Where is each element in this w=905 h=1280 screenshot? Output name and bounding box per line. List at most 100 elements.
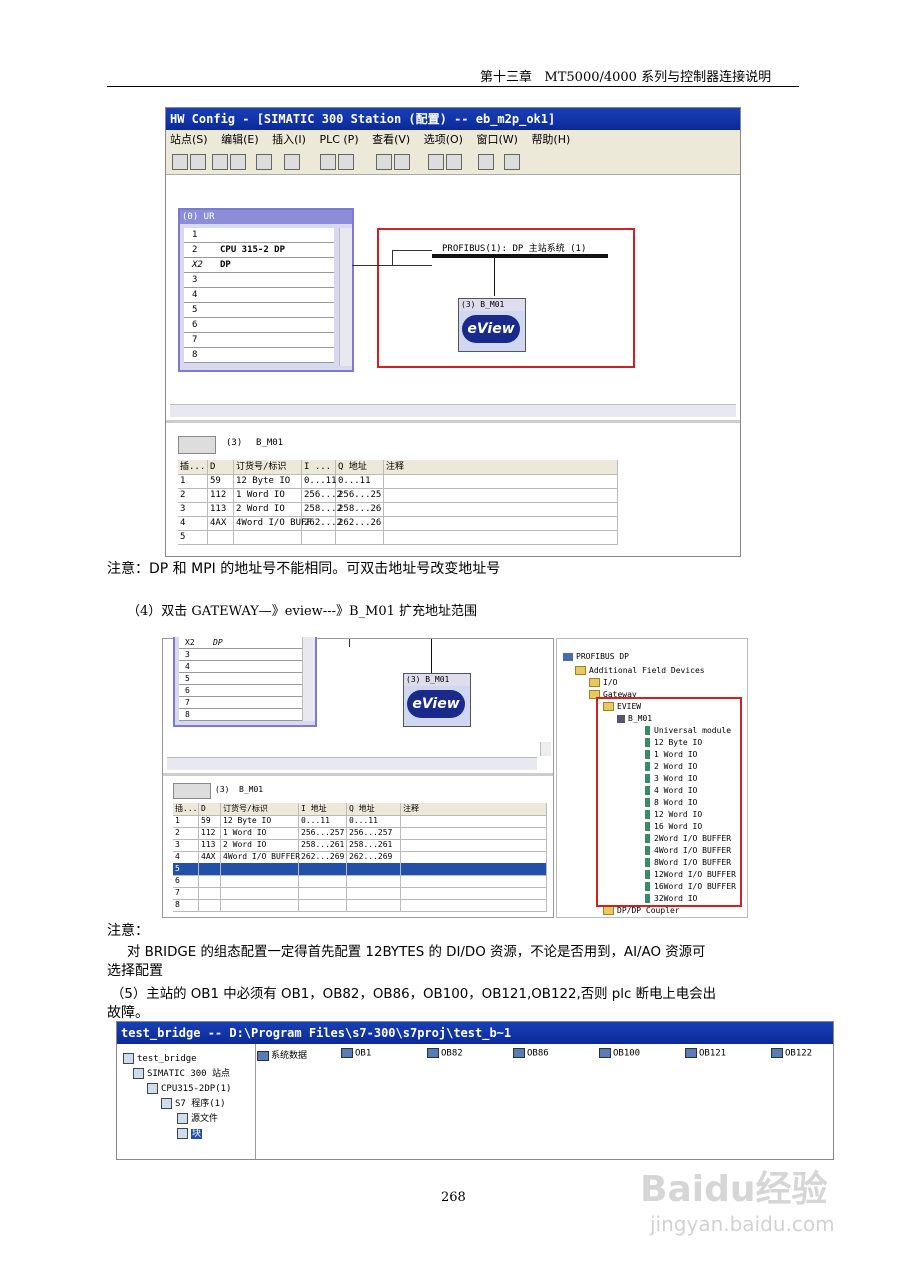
rack-slot-row[interactable]: 7 <box>184 333 334 348</box>
tree-module-item[interactable]: 1 Word IO <box>645 749 697 761</box>
menu-edit[interactable]: 编辑(E) <box>221 133 259 146</box>
simatic-tree-item[interactable]: SIMATIC 300 站点 <box>133 1067 230 1081</box>
table-header-cell[interactable]: 注释 <box>384 460 618 474</box>
rack2-slot-row[interactable]: 6 <box>179 685 303 697</box>
tree-io[interactable]: I/O <box>589 677 617 689</box>
tree-module-item[interactable]: 32Word IO <box>645 893 697 905</box>
rack-slot-row[interactable]: 1 <box>184 228 334 243</box>
menu-view[interactable]: 查看(V) <box>372 133 411 146</box>
compile-icon[interactable] <box>230 154 246 170</box>
simatic-tree-item[interactable]: S7 程序(1) <box>161 1097 226 1111</box>
block-item[interactable]: OB1 <box>341 1048 371 1059</box>
back-forward-arrows-icon[interactable] <box>178 436 216 454</box>
open-icon[interactable] <box>190 154 206 170</box>
rack2-slot-row[interactable]: 8 <box>179 709 303 721</box>
block-item[interactable]: OB121 <box>685 1048 726 1059</box>
table-header-cell[interactable]: I ... <box>302 460 336 474</box>
station-icon[interactable] <box>376 154 392 170</box>
table-header-cell[interactable]: Q 地址 <box>336 460 384 474</box>
table-icon[interactable] <box>446 154 462 170</box>
rack-slot-row[interactable]: 6 <box>184 318 334 333</box>
table-header-cell[interactable]: 插... <box>175 803 199 815</box>
menu-window[interactable]: 窗口(W) <box>476 133 518 146</box>
paste-icon[interactable] <box>338 154 354 170</box>
new-icon[interactable] <box>172 154 188 170</box>
table-header-cell[interactable]: Q 地址 <box>347 803 401 815</box>
block-item[interactable]: OB82 <box>427 1048 463 1059</box>
network-h-scrollbar-2[interactable] <box>167 757 537 770</box>
rack-slot-row[interactable]: 8 <box>184 348 334 363</box>
tree-module-item[interactable]: 16 Word IO <box>645 821 702 833</box>
tree-module-item[interactable]: 16Word I/O BUFFER <box>645 881 736 893</box>
rack2-slot-row[interactable]: 4 <box>179 661 303 673</box>
rack2-slot-row[interactable]: 3 <box>179 649 303 661</box>
table-row[interactable]: 6 <box>173 875 547 888</box>
table-header-cell[interactable]: 注释 <box>401 803 547 815</box>
table-row[interactable]: 7 <box>173 887 547 900</box>
eview-device-2[interactable]: (3) B_M01 eView <box>403 673 471 727</box>
menu-station[interactable]: 站点(S) <box>170 133 208 146</box>
table-row[interactable]: 8 <box>173 899 547 912</box>
rack2-slot-row[interactable]: 5 <box>179 673 303 685</box>
catalog-icon[interactable] <box>428 154 444 170</box>
simatic-tree-item[interactable]: CPU315-2DP(1) <box>147 1082 231 1096</box>
tree-bm01[interactable]: B_M01 <box>617 713 652 725</box>
tree-module-item[interactable]: 12 Word IO <box>645 809 702 821</box>
simatic-tree-item[interactable]: 源文件 <box>177 1112 218 1126</box>
network-icon[interactable] <box>394 154 410 170</box>
tree-module-item[interactable]: 2Word I/O BUFFER <box>645 833 731 845</box>
tree-gateway[interactable]: Gateway <box>589 689 637 701</box>
tree-module-item[interactable]: 12Word I/O BUFFER <box>645 869 736 881</box>
table-header-cell[interactable]: 订货号/标识 <box>234 460 302 474</box>
tree-module-item[interactable]: 3 Word IO <box>645 773 697 785</box>
tree-additional[interactable]: Additional Field Devices <box>575 665 705 677</box>
help-icon[interactable] <box>504 154 520 170</box>
table-header-cell[interactable]: D <box>199 803 221 815</box>
save-icon[interactable] <box>212 154 228 170</box>
tree-module-item[interactable]: 12 Byte IO <box>645 737 702 749</box>
rack-slot-row[interactable]: 4 <box>184 288 334 303</box>
table-row[interactable]: 5 <box>173 863 547 876</box>
network-h-scrollbar[interactable] <box>170 404 736 417</box>
rack2-slot-row[interactable]: 7 <box>179 697 303 709</box>
tree-module-item[interactable]: 4Word I/O BUFFER <box>645 845 731 857</box>
table-header-cell[interactable]: I 地址 <box>299 803 347 815</box>
menu-plc[interactable]: PLC (P) <box>319 133 359 146</box>
tree-module-item[interactable]: 4 Word IO <box>645 785 697 797</box>
tree-eview[interactable]: EVIEW <box>603 701 641 713</box>
table-header-cell[interactable]: D <box>208 460 234 474</box>
menu-help[interactable]: 帮助(H) <box>531 133 571 146</box>
download-icon[interactable] <box>256 154 272 170</box>
rack-slot-row[interactable]: 5 <box>184 303 334 318</box>
print-icon[interactable] <box>284 154 300 170</box>
block-item[interactable]: OB122 <box>771 1048 812 1059</box>
eview-device[interactable]: (3) B_M01 eView <box>458 298 526 352</box>
rack-slot-row[interactable]: 3 <box>184 273 334 288</box>
netpro-icon[interactable] <box>478 154 494 170</box>
rack-scrollbar[interactable] <box>339 228 352 366</box>
profibus-bus[interactable] <box>432 254 608 258</box>
simatic-tree-item[interactable]: test_bridge <box>123 1052 197 1066</box>
tree-scroll-down-icon[interactable] <box>540 742 551 756</box>
splitter-2[interactable] <box>163 773 553 776</box>
block-item[interactable]: OB100 <box>599 1048 640 1059</box>
simatic-tree-item[interactable]: 块 <box>177 1127 203 1141</box>
tree-module-item[interactable]: Universal module <box>645 725 731 737</box>
block-item[interactable]: OB86 <box>513 1048 549 1059</box>
table-row[interactable]: 5 <box>178 530 618 545</box>
copy-icon[interactable] <box>320 154 336 170</box>
back-forward-arrows-icon-2[interactable] <box>173 783 211 799</box>
rack2-scrollbar[interactable] <box>302 637 315 721</box>
tree-module-item[interactable]: 2 Word IO <box>645 761 697 773</box>
menu-insert[interactable]: 插入(I) <box>272 133 306 146</box>
menu-options[interactable]: 选项(O) <box>423 133 463 146</box>
